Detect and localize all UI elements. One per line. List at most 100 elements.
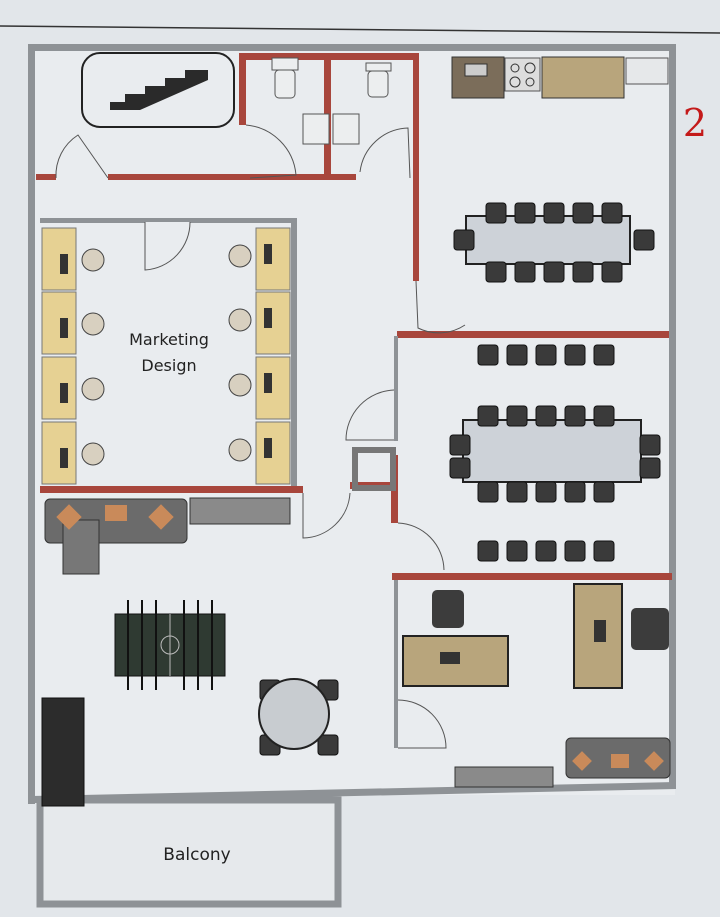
monitor-icon [264, 438, 272, 458]
chair [477, 540, 499, 562]
door-marketing[interactable] [144, 221, 191, 271]
desk [41, 227, 77, 291]
chair [477, 405, 499, 427]
chair [564, 344, 586, 366]
chair [639, 434, 661, 456]
balcony: Balcony [36, 796, 342, 908]
bench [454, 766, 554, 788]
door-bathroom-1[interactable] [245, 124, 297, 179]
chair [485, 261, 507, 283]
monitor-icon [60, 254, 68, 274]
office-sofa [565, 737, 671, 779]
chair [601, 261, 623, 283]
toilet-icon [367, 70, 389, 98]
column [352, 447, 396, 491]
bench [189, 497, 291, 525]
chair [506, 481, 528, 503]
desk-chair [228, 438, 252, 462]
marketing-desks [41, 227, 291, 485]
monitor-icon [264, 244, 272, 264]
desk [41, 421, 77, 485]
desk [41, 291, 77, 355]
chair [543, 261, 565, 283]
stove-icon [504, 57, 541, 92]
chair [593, 481, 615, 503]
chair [543, 202, 565, 224]
oven-icon [451, 56, 505, 99]
kitchen-counter [451, 56, 669, 99]
monitor-icon [264, 308, 272, 328]
door-conference-1[interactable] [345, 389, 395, 441]
cushion-icon [148, 504, 174, 530]
desk [255, 227, 291, 291]
monitor-icon [60, 383, 68, 403]
chair [485, 202, 507, 224]
kitchen-sink-icon [625, 57, 669, 85]
balcony-label: Balcony [163, 845, 230, 865]
round-table [258, 678, 330, 750]
chair [449, 457, 471, 479]
sheet-number: 2 [683, 101, 707, 145]
chair [535, 540, 557, 562]
door-office[interactable] [397, 699, 447, 749]
outer-wall-right [669, 48, 676, 788]
chair [317, 734, 339, 756]
toilet-tank [271, 57, 299, 71]
chair [572, 261, 594, 283]
monitor-icon [594, 620, 606, 642]
meeting-table [465, 215, 631, 265]
office-chair [631, 608, 669, 650]
marketing-wall-top-a [40, 218, 145, 223]
chair [477, 481, 499, 503]
balcony-outline [36, 796, 342, 908]
desk-chair [81, 442, 105, 466]
chair [639, 457, 661, 479]
chair [564, 481, 586, 503]
monitor-icon [440, 652, 460, 664]
chair [564, 405, 586, 427]
doors [55, 124, 466, 749]
lounge-sofa [44, 498, 188, 575]
bathroom-fixtures [271, 57, 392, 145]
door-conference-2[interactable] [397, 522, 445, 571]
cushion-icon [105, 505, 127, 521]
desk-chair [81, 377, 105, 401]
door-stairs[interactable] [55, 134, 109, 179]
room-label-marketing: Marketing [129, 330, 209, 349]
monitor-icon [60, 448, 68, 468]
desk-chair [81, 312, 105, 336]
desk [41, 356, 77, 420]
chair [506, 540, 528, 562]
sink-icon [332, 113, 360, 145]
desk-chair [81, 248, 105, 272]
marketing-wall-top-b [190, 218, 296, 223]
chairs [259, 202, 661, 756]
chair [449, 434, 471, 456]
monitor-icon [60, 318, 68, 338]
door-lounge[interactable] [302, 492, 351, 539]
room-label-design: Design [141, 356, 196, 375]
sink-icon [302, 113, 330, 145]
office-chair [432, 590, 464, 628]
chair [593, 405, 615, 427]
desk [255, 356, 291, 420]
chair [477, 344, 499, 366]
chair [506, 344, 528, 366]
chair [453, 229, 475, 251]
monitor-icon [264, 373, 272, 393]
chair [593, 344, 615, 366]
door-meeting[interactable] [415, 280, 466, 334]
conference-table [462, 419, 642, 483]
stairs-icon [110, 70, 208, 110]
staircase [81, 52, 235, 128]
chair [535, 344, 557, 366]
chair [535, 481, 557, 503]
desk-chair [228, 373, 252, 397]
outer-wall-left [28, 44, 35, 804]
paper-edge-line [0, 25, 720, 34]
door-bathroom-2[interactable] [359, 127, 411, 179]
marketing-wall-top-a [145, 218, 190, 222]
chair [572, 202, 594, 224]
